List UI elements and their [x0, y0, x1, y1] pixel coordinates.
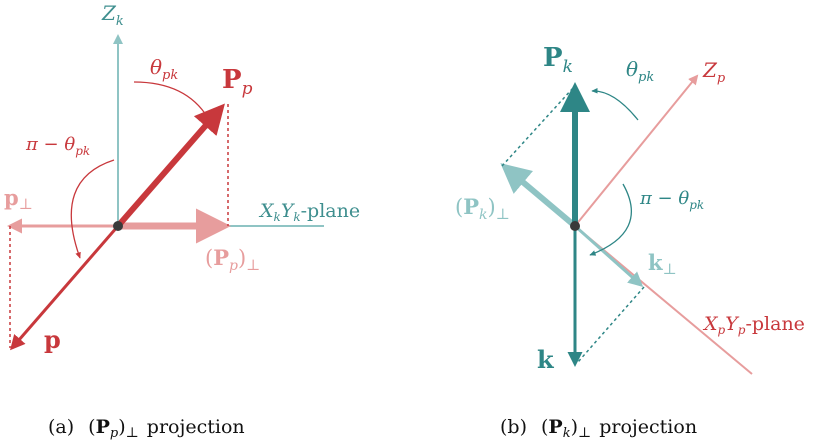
- theta-pk-arc: [133, 81, 209, 119]
- z-k-label: Zk: [101, 1, 124, 29]
- pp-perp-label: (Pp)⊥: [205, 245, 260, 274]
- pi-minus-theta-label-b: π − θpk: [639, 188, 704, 212]
- pi-minus-theta-arc: [70, 159, 115, 259]
- caption-a: (a)(Pp)⊥projection: [48, 416, 245, 441]
- xp-yp-plane-label: XpYp-plane: [702, 313, 805, 337]
- pp-vector-label: Pp: [222, 65, 253, 99]
- k-perp-arrow: [574, 224, 644, 287]
- origin-point-b: [570, 221, 580, 231]
- caption-b: (b)(Pk)⊥projection: [500, 416, 697, 441]
- panel-b: Pk θpk Zp (Pk)⊥ π − θpk k⊥ XpYp-plane k …: [455, 43, 805, 441]
- pk-perp-arrow: [500, 163, 577, 229]
- theta-pk-arc-b: [591, 87, 639, 121]
- k-vector-label: k: [537, 345, 555, 374]
- z-p-label: Zp: [702, 58, 726, 86]
- pi-minus-theta-label: π − θpk: [25, 134, 90, 158]
- theta-pk-label: θpk: [150, 55, 178, 83]
- z-p-axis: [574, 74, 699, 227]
- p-vector-arrow: [10, 225, 120, 351]
- panel-a: Zk θpk Pp π − θpk p⊥ XkYk-plane (Pp)⊥ p …: [4, 1, 360, 441]
- pk-dashed-link: [501, 87, 574, 167]
- pp-vector-arrow: [115, 103, 225, 228]
- xk-yk-plane-label: XkYk-plane: [258, 200, 360, 224]
- origin-point: [113, 221, 123, 231]
- pi-minus-theta-arc-b: [589, 183, 632, 256]
- k-perp-label: k⊥: [648, 250, 677, 278]
- theta-pk-label-b: θpk: [626, 57, 654, 85]
- p-perp-label: p⊥: [4, 185, 33, 213]
- p-vector-label: p: [44, 325, 61, 354]
- pk-vector-label: Pk: [543, 43, 573, 77]
- k-dashed-link: [577, 286, 645, 363]
- pk-perp-label: (Pk)⊥: [455, 194, 510, 223]
